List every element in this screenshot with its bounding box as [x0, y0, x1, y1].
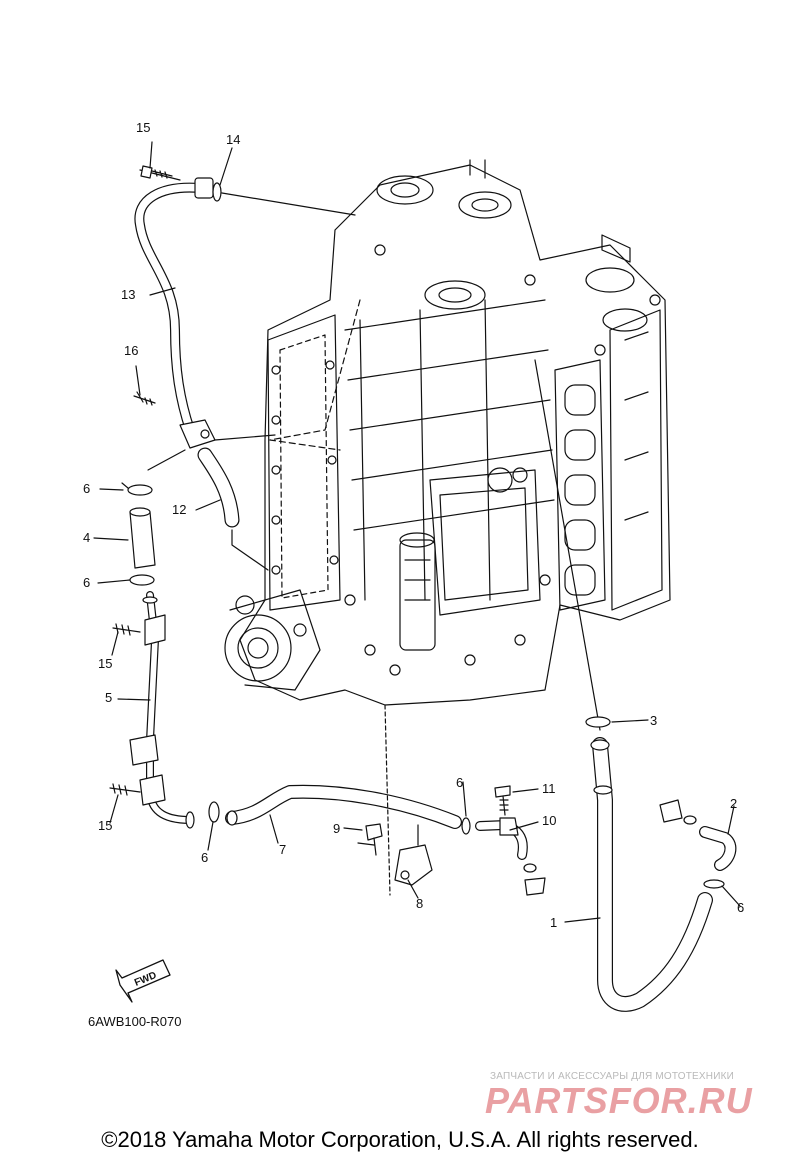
callout-9: 9 [333, 821, 341, 836]
callout-2: 2 [730, 796, 738, 811]
callout-6-left-bottom: 6 [201, 850, 209, 865]
callout-1: 1 [550, 915, 558, 930]
engine-block [224, 159, 671, 706]
exploded-parts-diagram: FWD [93, 141, 741, 1012]
callout-4: 4 [83, 530, 91, 545]
callout-15-bottom: 15 [98, 818, 113, 833]
watermark-logo: PARTSFOR.RU [485, 1080, 753, 1121]
callout-8: 8 [416, 896, 424, 911]
callout-14: 14 [226, 132, 241, 147]
diagram-code: 6AWB100-R070 [88, 1014, 182, 1029]
callout-6-upper: 6 [83, 481, 91, 496]
callout-12: 12 [172, 502, 187, 517]
callout-6-right: 6 [737, 900, 745, 915]
callout-6-lower: 6 [83, 575, 91, 590]
watermark-subtitle: ЗАПЧАСТИ И АКСЕССУАРЫ ДЛЯ МОТОТЕХНИКИ [490, 1071, 735, 1082]
callout-13: 13 [121, 287, 136, 302]
fwd-arrow-icon: FWD [115, 959, 171, 1003]
callout-10: 10 [542, 813, 557, 828]
callout-3: 3 [650, 713, 658, 728]
callout-11: 11 [542, 781, 556, 796]
callout-5: 5 [105, 690, 113, 705]
hose-13 [134, 182, 205, 445]
callout-15-middle: 15 [98, 656, 113, 671]
callout-15-top: 15 [136, 120, 151, 135]
callout-7: 7 [279, 842, 287, 857]
copyright-footer: ©2018 Yamaha Motor Corporation, U.S.A. A… [101, 1127, 699, 1152]
callout-6-center: 6 [456, 775, 464, 790]
callout-16: 16 [124, 343, 139, 358]
